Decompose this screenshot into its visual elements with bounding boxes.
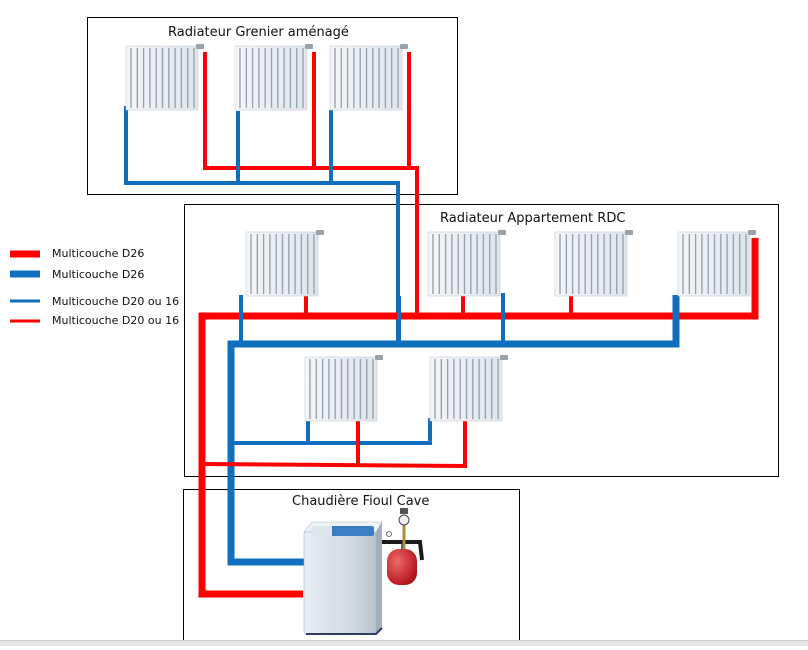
legend-label-hot-d20: Multicouche D20 ou 16: [52, 314, 180, 327]
thermometer-icon: [386, 531, 392, 537]
ground-floor-zone-title: Radiateur Appartement RDC: [440, 211, 626, 226]
thermostatic-valve-icon: [316, 230, 324, 235]
cellar-zone-title: Chaudière Fioul Cave: [292, 494, 430, 509]
pipe-cold-attic-return: [124, 106, 400, 342]
pipe-network: [124, 52, 759, 598]
legend-icons: [10, 250, 40, 323]
radiator-rdc-4: [245, 230, 324, 297]
expansion-tank-icon: [387, 549, 417, 585]
thermostatic-valve-icon: [196, 44, 204, 49]
radiators: [125, 44, 756, 422]
radiator-attic-1: [125, 44, 204, 111]
radiator-rdc-lower-9: [429, 355, 508, 422]
window-status-bar: [0, 640, 808, 646]
thermostatic-valve-icon: [375, 355, 383, 360]
attic-zone-title: Radiateur Grenier aménagé: [168, 25, 349, 40]
radiator-attic-2: [234, 44, 313, 111]
legend-label-hot-d26: Multicouche D26: [52, 247, 145, 260]
thermostatic-valve-icon: [625, 230, 633, 235]
radiator-rdc-lower-8: [304, 355, 383, 422]
radiator-rdc-5: [427, 230, 506, 297]
thermostatic-valve-icon: [500, 355, 508, 360]
radiator-rdc-6: [554, 230, 633, 297]
pressure-gauge-icon: [398, 514, 410, 526]
radiator-attic-3: [329, 44, 408, 111]
attic-zone-frame: [87, 17, 458, 195]
thermostatic-valve-icon: [498, 230, 506, 235]
boiler-connection-pipe: [382, 540, 424, 561]
boiler: [303, 508, 424, 635]
boiler-base: [306, 627, 383, 635]
pipe-hot-main-d26: [198, 238, 759, 598]
boiler-side: [376, 522, 382, 634]
circulator-pump-icon: [400, 508, 408, 514]
ground-floor-zone-frame: [184, 204, 779, 477]
pipe-hot-attic-supply: [203, 52, 419, 316]
legend-label-cold-d20: Multicouche D20 ou 16: [52, 295, 180, 308]
boiler-body: [303, 531, 377, 635]
thermostatic-valve-icon: [748, 230, 756, 235]
pipe-cold-main-d26: [227, 295, 680, 566]
thermostatic-valve-icon: [400, 44, 408, 49]
legend-label-cold-d26: Multicouche D26: [52, 268, 145, 281]
boiler-display: [312, 526, 332, 536]
pipe-cold-rdc-lower-return: [231, 418, 432, 445]
thermostatic-valve-icon: [305, 44, 313, 49]
radiator-rdc-7: [677, 230, 756, 297]
